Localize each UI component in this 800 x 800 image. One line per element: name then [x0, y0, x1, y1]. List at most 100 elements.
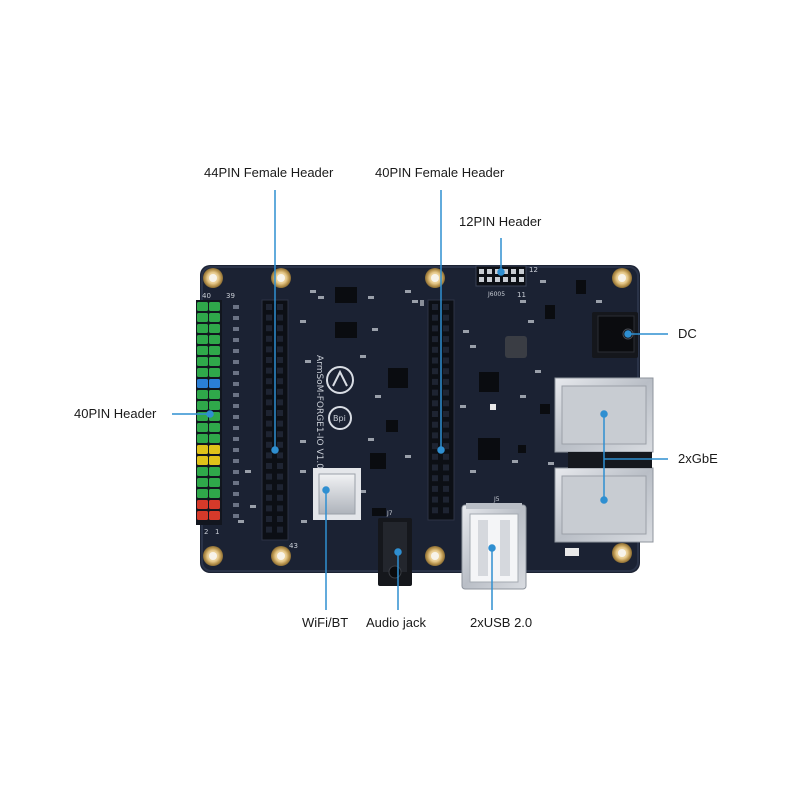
socket-hole: [277, 494, 283, 501]
smd-part: [360, 355, 366, 358]
smd-part: [238, 520, 244, 523]
header-pin: [209, 368, 220, 377]
header-pin: [197, 368, 208, 377]
socket-hole: [266, 388, 272, 395]
header-pin: [197, 456, 208, 465]
socket-hole: [266, 441, 272, 448]
callout-lines: [172, 190, 668, 610]
header-pin: [197, 423, 208, 432]
smd-part: [305, 360, 311, 363]
socket-hole: [266, 378, 272, 385]
socket-hole: [277, 431, 283, 438]
pad: [233, 316, 239, 320]
socket-hole: [443, 304, 449, 310]
header-pin: [197, 511, 208, 520]
label-40pin-header: 40PIN Header: [74, 406, 157, 421]
socket-hole: [266, 325, 272, 332]
socket-hole: [277, 378, 283, 385]
smd-part: [300, 320, 306, 323]
socket-hole: [277, 526, 283, 533]
header-pin: [197, 489, 208, 498]
silk-j7: J7: [386, 510, 393, 517]
smd-part: [375, 395, 381, 398]
label-gbe: 2xGbE: [678, 451, 718, 466]
smd-part: [463, 330, 469, 333]
header-pin: [197, 379, 208, 388]
socket-hole: [266, 516, 272, 522]
smd-part: [528, 320, 534, 323]
smd-part: [368, 296, 374, 299]
header-40pin-colored: [196, 300, 222, 525]
socket-hole: [266, 399, 272, 406]
header-pin: [197, 434, 208, 443]
socket-hole: [277, 346, 283, 353]
header-pin: [209, 500, 220, 509]
header-pin: [503, 269, 508, 274]
socket-hole: [266, 505, 272, 512]
socket-hole: [432, 346, 438, 353]
silk-j5: J5: [493, 496, 500, 503]
label-usb: 2xUSB 2.0: [470, 615, 533, 630]
header-pin: [197, 401, 208, 410]
smd-part: [470, 470, 476, 473]
header-pin: [209, 478, 220, 487]
socket-hole: [266, 304, 272, 310]
header-pin: [197, 478, 208, 487]
socket-hole: [266, 410, 272, 416]
header-pin: [197, 302, 208, 311]
mounting-holes: [203, 268, 632, 566]
socket-hole: [432, 400, 438, 407]
socket-hole: [277, 463, 283, 469]
header-pin: [487, 277, 492, 282]
smd-part: [596, 300, 602, 303]
header-pin: [209, 401, 220, 410]
socket-hole: [277, 516, 283, 522]
smd-part: [318, 296, 324, 299]
header-pin: [209, 379, 220, 388]
socket-hole: [443, 496, 449, 503]
smd-part: [460, 405, 466, 408]
header-pin: [511, 277, 516, 282]
socket-hole: [432, 325, 438, 332]
smd-part: [301, 520, 307, 523]
header-40pin-pads: [233, 305, 239, 518]
smd-part: [300, 470, 306, 473]
silk-logo-text: Bpi: [333, 414, 346, 423]
socket-hole: [432, 475, 438, 482]
header-pin: [209, 489, 220, 498]
socket-hole: [432, 357, 438, 364]
socket-hole: [443, 378, 449, 385]
silk-pin-39: 39: [226, 292, 235, 300]
pad: [233, 470, 239, 474]
smd-part: [360, 490, 366, 493]
smd-part: [412, 300, 418, 303]
pad: [233, 492, 239, 496]
silk-pin-11: 11: [517, 291, 526, 299]
label-audio-jack: Audio jack: [366, 615, 426, 630]
socket-hole: [266, 420, 272, 427]
smd-part: [470, 345, 476, 348]
smd-part: [250, 505, 256, 508]
pad: [233, 459, 239, 463]
pad: [233, 415, 239, 419]
label-12pin-header: 12PIN Header: [459, 214, 542, 229]
header-pin: [487, 269, 492, 274]
silk-pin-43: 43: [289, 542, 298, 550]
header-pin: [209, 445, 220, 454]
smd-part: [300, 440, 306, 443]
socket-hole: [432, 411, 438, 417]
smd-part: [372, 328, 378, 331]
socket-hole: [443, 357, 449, 364]
silk-pin-12: 12: [529, 266, 538, 274]
socket-hole: [432, 378, 438, 385]
pcb-board: [200, 265, 640, 573]
pad: [233, 426, 239, 430]
pad: [233, 305, 239, 309]
header-pin: [479, 269, 484, 274]
wifi-bt-module: [313, 468, 361, 520]
pad: [233, 448, 239, 452]
socket-hole: [266, 357, 272, 363]
socket-hole: [266, 335, 272, 342]
header-pin: [209, 302, 220, 311]
smd-part: [405, 290, 411, 293]
